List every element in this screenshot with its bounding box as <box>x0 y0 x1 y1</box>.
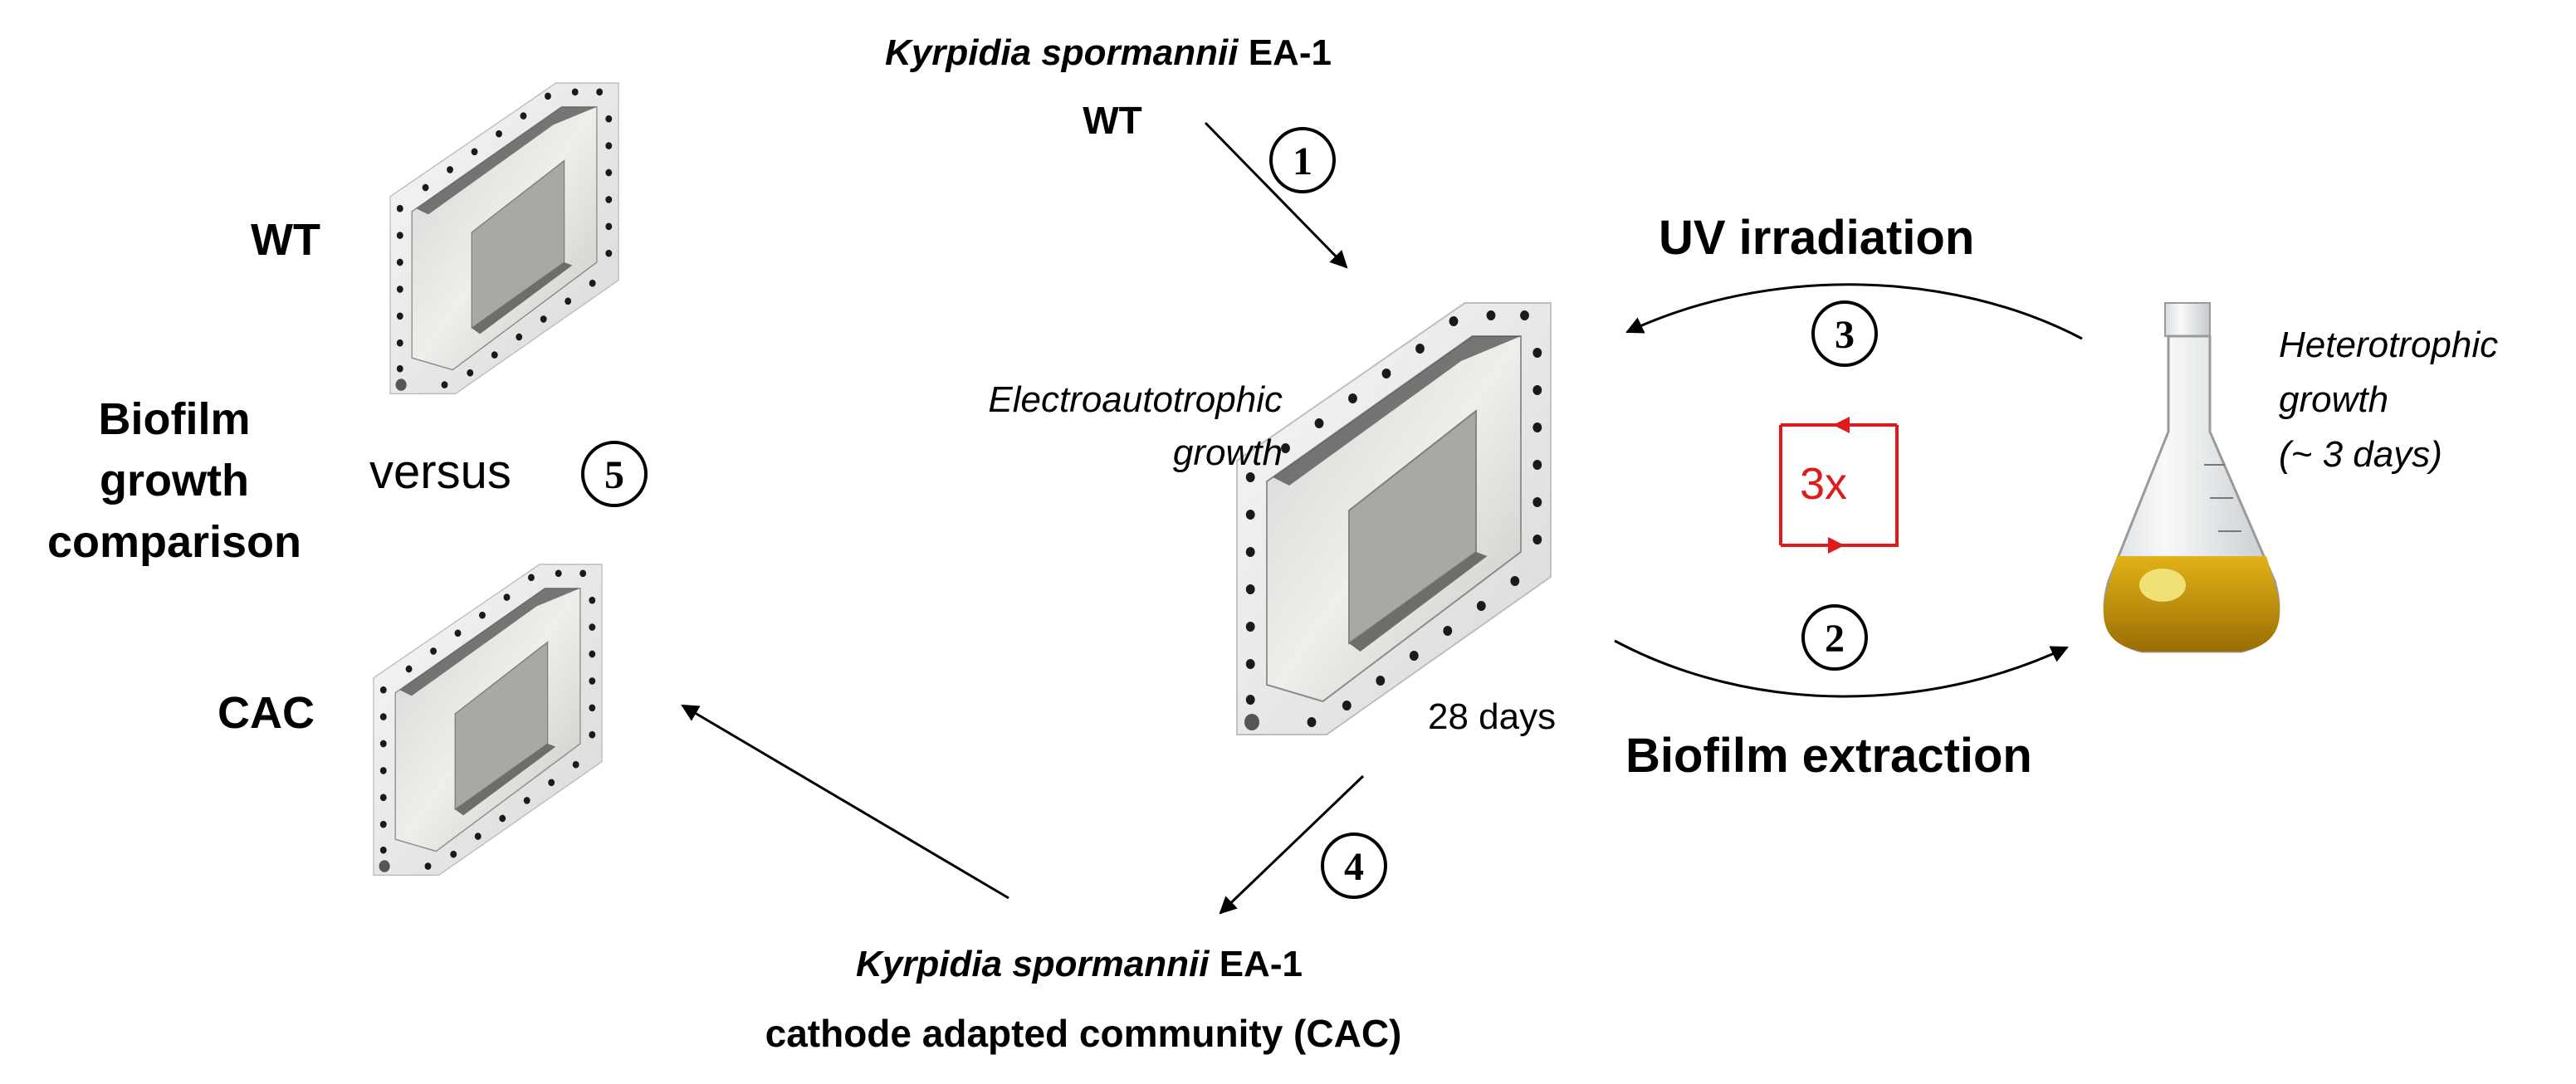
top-wt-label: WT <box>1083 99 1142 142</box>
arrow-icon-step3 <box>1625 283 2083 340</box>
comparison-label-line2: growth <box>100 456 249 505</box>
loop-count-label: 3x <box>1800 459 1848 509</box>
reactor-icon-cac <box>373 564 603 876</box>
heterotrophic-label-line2: growth <box>2279 379 2389 420</box>
arrow-icon-step5 <box>681 704 1009 900</box>
step-number-5: 5 <box>604 453 624 497</box>
comparison-label-line3: comparison <box>46 517 302 567</box>
electroautotrophic-label-line1: Electroautotrophic <box>988 379 1283 420</box>
bottom-species-name: Kyrpidia spormannii <box>856 944 1210 984</box>
step-circle-3 <box>1811 300 1878 367</box>
step-circle-5 <box>581 441 648 507</box>
step-circle-4 <box>1321 833 1387 899</box>
flask-icon <box>2103 302 2280 653</box>
step-number-4: 4 <box>1344 845 1364 889</box>
step-number-2: 2 <box>1825 617 1845 661</box>
step-number-1: 1 <box>1293 139 1312 183</box>
loop-icon <box>1779 417 1899 554</box>
comparison-label-line1: Biofilm <box>98 394 251 444</box>
top-species-label: Kyrpidia spormannii EA-1 <box>818 35 1399 71</box>
cac-full-label: cathode adapted community (CAC) <box>765 1012 1402 1055</box>
arrow-icon-step2 <box>1614 639 2069 698</box>
biofilm-extraction-label: Biofilm extraction <box>1625 729 2032 783</box>
versus-label: versus <box>369 445 511 499</box>
duration-label: 28 days <box>1428 696 1557 737</box>
step-number-3: 3 <box>1835 313 1855 357</box>
arrow-icon-step4 <box>1219 774 1365 915</box>
reactor-icon-main <box>1236 302 1552 735</box>
step-circle-1 <box>1269 127 1336 193</box>
left-wt-label: WT <box>251 215 320 265</box>
reactor-icon-wt <box>389 82 619 395</box>
bottom-strain: EA-1 <box>1219 944 1303 984</box>
step-circle-2 <box>1801 604 1868 671</box>
arrow-icon-step1 <box>1204 121 1348 269</box>
heterotrophic-label-line3: (~ 3 days) <box>2279 434 2442 475</box>
electroautotrophic-label-line2: growth <box>1172 432 1283 473</box>
heterotrophic-label-line1: Heterotrophic <box>2279 325 2499 365</box>
top-species-name: Kyrpidia spormannii <box>885 32 1239 73</box>
top-strain: EA-1 <box>1248 32 1332 73</box>
uv-irradiation-label: UV irradiation <box>1659 211 1975 265</box>
left-cac-label: CAC <box>218 688 315 738</box>
bottom-species-label: Kyrpidia spormannii EA-1 <box>747 946 1411 983</box>
